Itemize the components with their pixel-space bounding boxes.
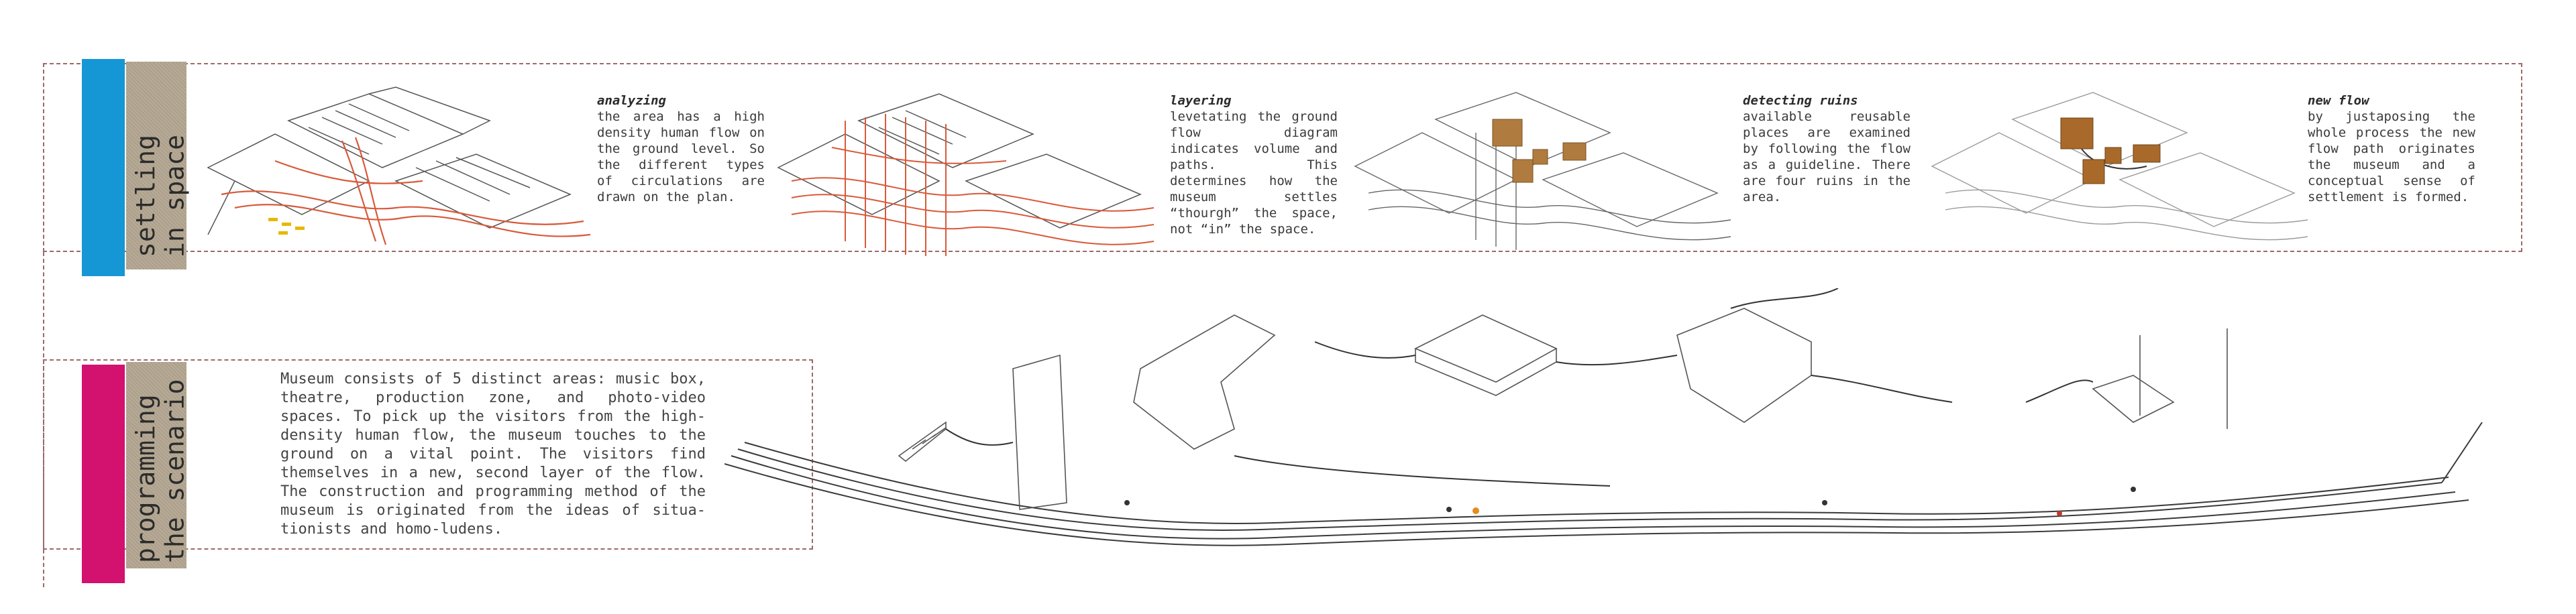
- step-title: new flow: [2308, 93, 2369, 108]
- step-title: analyzing: [597, 93, 666, 108]
- settling-label: settling in space: [131, 134, 190, 257]
- step-analyzing: analyzing the area has a high density hu…: [597, 93, 765, 205]
- programming-kraft-tab: [126, 362, 186, 568]
- analyzing-sketch: [207, 86, 591, 245]
- settling-color-tab: [82, 59, 125, 276]
- step-new-flow: new flow by justaposing the whole proces…: [2308, 93, 2475, 205]
- scenario-description: Museum consists of 5 distinct areas: mus…: [280, 371, 706, 538]
- step-detecting-ruins: detecting ruins available reusable place…: [1743, 93, 1911, 205]
- layering-sketch: [777, 93, 1155, 256]
- step-body: by justaposing the whole process the new…: [2308, 109, 2475, 204]
- programming-color-tab: [82, 365, 125, 583]
- step-layering: layering levetating the ground flow diag…: [1170, 93, 1338, 237]
- step-title: layering: [1170, 93, 1232, 108]
- step-body: the area has a high density human flow o…: [597, 109, 765, 204]
- settling-frame: [43, 63, 2522, 252]
- divider-vertical: [43, 252, 44, 587]
- new-flow-sketch: [1931, 92, 2308, 241]
- settling-kraft-tab: [126, 62, 186, 269]
- scenario-sketch: [724, 288, 2483, 546]
- step-body: levetating the ground flow diagram indic…: [1170, 109, 1338, 237]
- step-body: available reusable places are examined b…: [1743, 109, 1911, 204]
- detecting-ruins-sketch: [1354, 92, 1731, 250]
- step-title: detecting ruins: [1743, 93, 1858, 108]
- programming-label: programming the scenario: [131, 379, 190, 563]
